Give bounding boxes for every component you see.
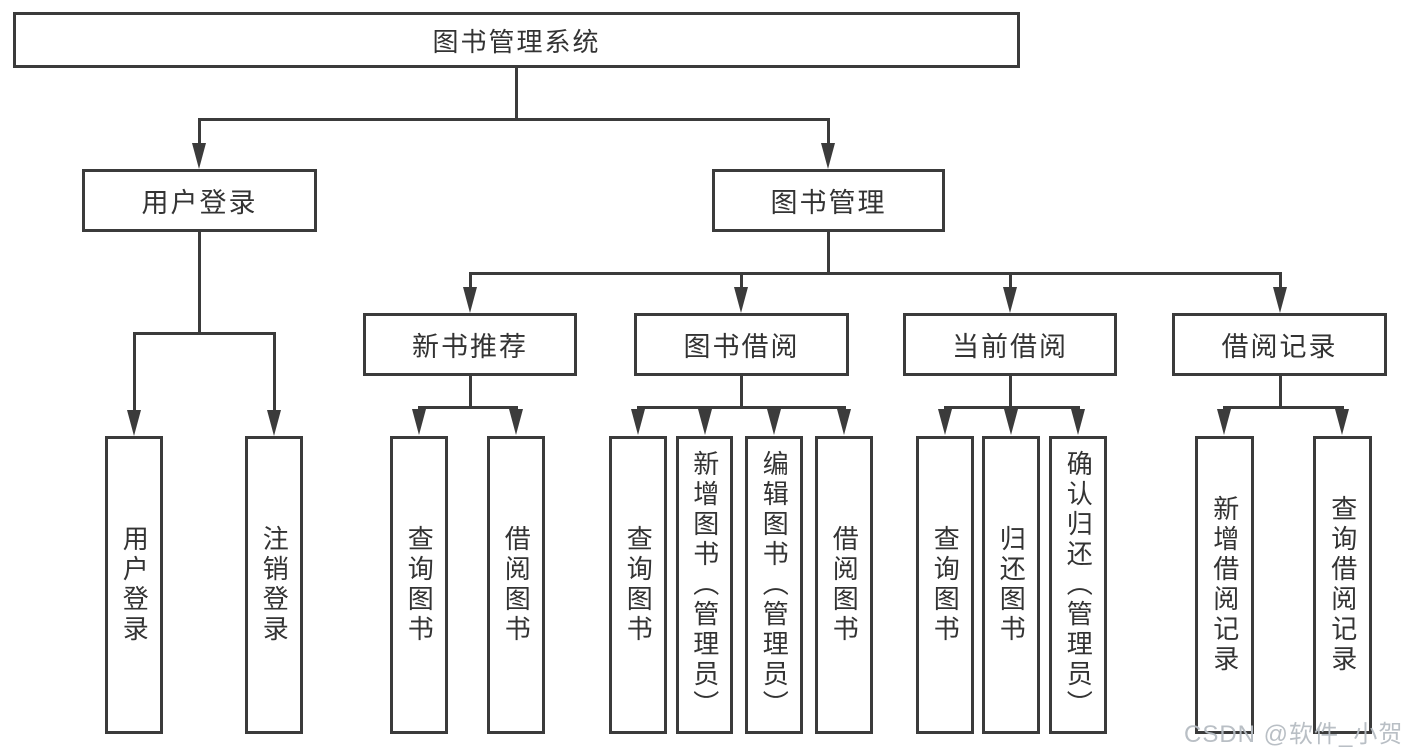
leaf-confirm-return-admin: 确认归还（管理员）	[1049, 436, 1107, 734]
arrow-down-icon	[1003, 287, 1017, 313]
connector-root-bus	[198, 118, 830, 121]
node-label: 新增图书（管理员）	[689, 450, 720, 720]
node-label: 确认归还（管理员）	[1063, 450, 1094, 720]
csdn-watermark: CSDN @软件_小贺同学	[1184, 721, 1405, 747]
node-new-book-recommend: 新书推荐	[363, 313, 577, 376]
leaf-return-book: 归还图书	[982, 436, 1040, 734]
connector-bookborrow-bus	[637, 406, 846, 409]
connector-drop	[273, 335, 276, 413]
node-label: 借阅图书	[501, 525, 532, 645]
connector-drop	[1009, 275, 1012, 290]
connector-currentborrow-stem	[1009, 376, 1012, 409]
leaf-edit-book-admin: 编辑图书（管理员）	[745, 436, 803, 734]
node-label: 查询图书	[623, 525, 654, 645]
node-user-login: 用户登录	[82, 169, 317, 232]
node-label: 借阅记录	[1221, 332, 1338, 362]
arrow-down-icon	[1217, 409, 1231, 435]
leaf-query-book-3: 查询图书	[916, 436, 974, 734]
connector-root-stem	[515, 67, 518, 120]
node-borrow-record: 借阅记录	[1172, 313, 1387, 376]
leaf-borrow-book-2: 借阅图书	[815, 436, 873, 734]
connector-userlogin-stem	[198, 232, 201, 335]
arrow-down-icon	[1273, 287, 1287, 313]
node-label: 用户登录	[141, 188, 258, 218]
arrow-down-icon	[463, 287, 477, 313]
arrow-down-icon	[412, 409, 426, 435]
connector-bookmgmt-stem	[827, 232, 830, 275]
arrow-down-icon	[767, 409, 781, 435]
connector-bookmgmt-bus	[469, 272, 1282, 275]
connector-currentborrow-bus	[944, 406, 1080, 409]
leaf-logout: 注销登录	[245, 436, 303, 734]
leaf-borrow-book-1: 借阅图书	[487, 436, 545, 734]
arrow-down-icon	[734, 287, 748, 313]
node-label: 借阅图书	[829, 525, 860, 645]
connector-drop	[469, 275, 472, 290]
node-label: 归还图书	[996, 525, 1027, 645]
node-book-borrow: 图书借阅	[634, 313, 849, 376]
node-label: 用户登录	[119, 525, 150, 645]
node-label: 查询借阅记录	[1327, 495, 1358, 675]
node-label: 新增借阅记录	[1209, 495, 1240, 675]
connector-userlogin-bus	[133, 332, 276, 335]
connector-drop	[1279, 275, 1282, 290]
arrow-down-icon	[837, 409, 851, 435]
node-label: 当前借阅	[952, 332, 1068, 362]
arrow-down-icon	[821, 143, 835, 169]
connector-borrowrecord-bus	[1223, 406, 1344, 409]
arrow-down-icon	[938, 409, 952, 435]
node-label: 注销登录	[259, 525, 290, 645]
connector-bookborrow-stem	[740, 376, 743, 409]
node-current-borrow: 当前借阅	[903, 313, 1117, 376]
node-label: 新书推荐	[412, 332, 528, 362]
arrow-down-icon	[267, 410, 281, 436]
arrow-down-icon	[631, 409, 645, 435]
node-label: 图书借阅	[683, 332, 800, 362]
connector-newbook-stem	[469, 376, 472, 409]
connector-drop	[133, 335, 136, 413]
leaf-query-borrow-record: 查询借阅记录	[1313, 436, 1372, 734]
connector-newbook-bus	[418, 406, 518, 409]
node-label: 图书管理系统	[432, 26, 601, 57]
arrow-down-icon	[127, 410, 141, 436]
node-book-management: 图书管理	[712, 169, 945, 232]
node-label: 编辑图书（管理员）	[759, 450, 790, 720]
leaf-add-borrow-record: 新增借阅记录	[1195, 436, 1254, 734]
node-label: 图书管理	[770, 188, 887, 218]
arrow-down-icon	[1071, 409, 1085, 435]
connector-drop	[198, 121, 201, 151]
arrow-down-icon	[1004, 409, 1018, 435]
leaf-user-login: 用户登录	[105, 436, 163, 734]
arrow-down-icon	[698, 409, 712, 435]
connector-borrowrecord-stem	[1279, 376, 1282, 409]
node-label: 查询图书	[930, 525, 961, 645]
arrow-down-icon	[1335, 409, 1349, 435]
connector-drop	[827, 121, 830, 151]
leaf-query-book-1: 查询图书	[390, 436, 448, 734]
connector-drop	[740, 275, 743, 290]
node-label: 查询图书	[404, 525, 435, 645]
arrow-down-icon	[509, 409, 523, 435]
arrow-down-icon	[192, 143, 206, 169]
leaf-add-book-admin: 新增图书（管理员）	[676, 436, 733, 734]
leaf-query-book-2: 查询图书	[609, 436, 667, 734]
node-library-management-system: 图书管理系统	[13, 12, 1020, 68]
